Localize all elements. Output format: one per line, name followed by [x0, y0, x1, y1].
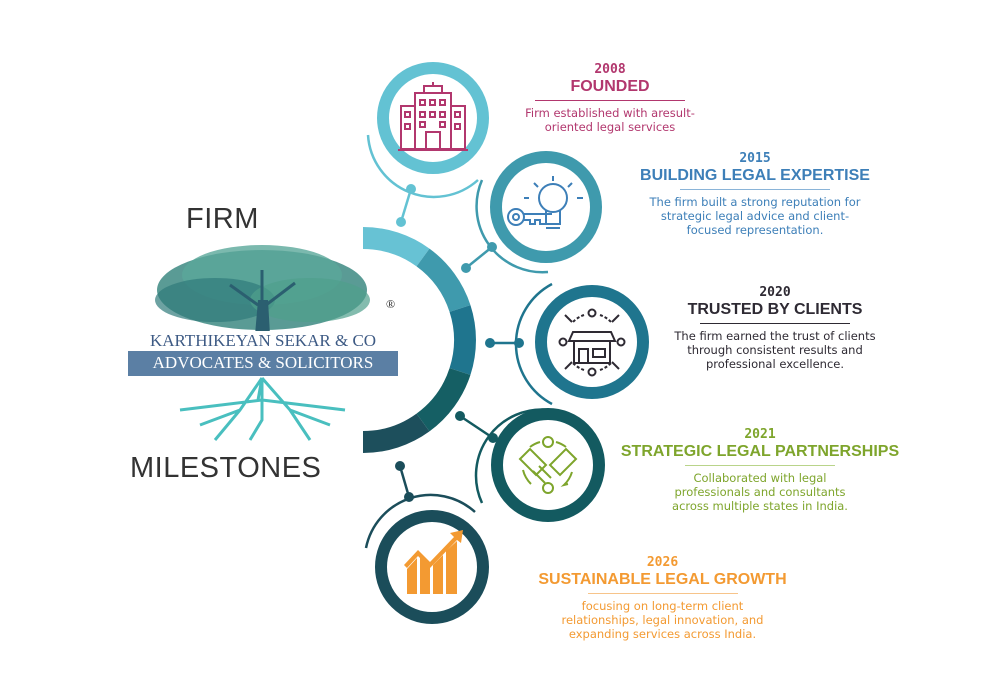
milestone-year: 2026: [646, 555, 679, 570]
divider: [535, 100, 685, 101]
milestone-description: through consistent results and: [687, 343, 863, 357]
milestone-description: professionals and consultants: [674, 485, 846, 499]
milestone-year: 2008: [594, 62, 626, 77]
milestone-title: SUSTAINABLE LEGAL GROWTH: [538, 571, 787, 588]
milestone-title: BUILDING LEGAL EXPERTISE: [640, 167, 870, 184]
milestone-title: FOUNDED: [570, 78, 650, 95]
milestone-description: Collaborated with legal: [693, 471, 827, 485]
connectors: [395, 184, 524, 502]
milestone-ring: [490, 151, 602, 263]
central-arc: [362, 227, 476, 453]
milestone-description: across multiple states in India.: [672, 499, 848, 513]
arc-segment: [416, 367, 471, 432]
milestone-2026: 2026 SUSTAINABLE LEGAL GROWTH focusing o…: [520, 555, 805, 641]
logo-firm-name: KARTHIKEYAN SEKAR & CO: [149, 331, 377, 350]
milestone-description: The firm earned the trust of clients: [674, 329, 876, 343]
milestone-description: oriented legal services: [544, 120, 676, 134]
milestone-description: The firm built a strong reputation for: [649, 195, 861, 209]
milestone-2008: 2008 FOUNDED Firm established with aresu…: [510, 62, 710, 134]
milestone-description: relationships, legal innovation, and: [561, 613, 764, 627]
divider: [680, 189, 830, 190]
milestones-label: MILESTONES: [130, 452, 322, 484]
handshake-icon: [518, 436, 578, 494]
milestone-description: focusing on long-term client: [581, 599, 744, 613]
milestone-description: expanding services across India.: [568, 627, 757, 641]
divider: [587, 593, 738, 594]
milestone-2015: 2015 BUILDING LEGAL EXPERTISE The firm b…: [620, 151, 890, 237]
milestone-description: Firm established with aresult-: [525, 106, 695, 120]
milestone-2020: 2020 TRUSTED BY CLIENTS The firm earned …: [660, 285, 890, 371]
key-lightbulb-icon: [507, 176, 583, 229]
milestone-2021: 2021 STRATEGIC LEGAL PARTNERSHIPS Collab…: [620, 427, 900, 513]
milestone-year: 2021: [744, 427, 776, 442]
arc-segment: [416, 248, 471, 313]
milestone-year: 2015: [739, 151, 771, 166]
divider: [700, 323, 850, 324]
milestone-title: STRATEGIC LEGAL PARTNERSHIPS: [620, 443, 900, 460]
milestone-ring: [491, 408, 605, 522]
storefront-network-icon: [558, 308, 626, 377]
firm-label: FIRM: [186, 203, 259, 235]
arc-segment: [362, 413, 430, 453]
arc-segment: [362, 227, 430, 267]
milestone-title: TRUSTED BY CLIENTS: [687, 301, 863, 318]
building-icon: [398, 82, 468, 151]
milestone-ring: [375, 510, 489, 624]
firm-logo: [128, 245, 398, 441]
milestone-year: 2020: [759, 285, 791, 300]
arc-segment: [449, 305, 476, 375]
growth-chart-icon: [404, 530, 463, 594]
divider: [685, 465, 835, 466]
registered-mark: ®: [386, 297, 396, 311]
milestone-description: professional excellence.: [705, 357, 845, 371]
milestone-description: focused representation.: [686, 223, 824, 237]
logo-tagline: ADVOCATES & SOLICITORS: [152, 353, 374, 372]
milestone-description: strategic legal advice and client-: [660, 209, 850, 223]
